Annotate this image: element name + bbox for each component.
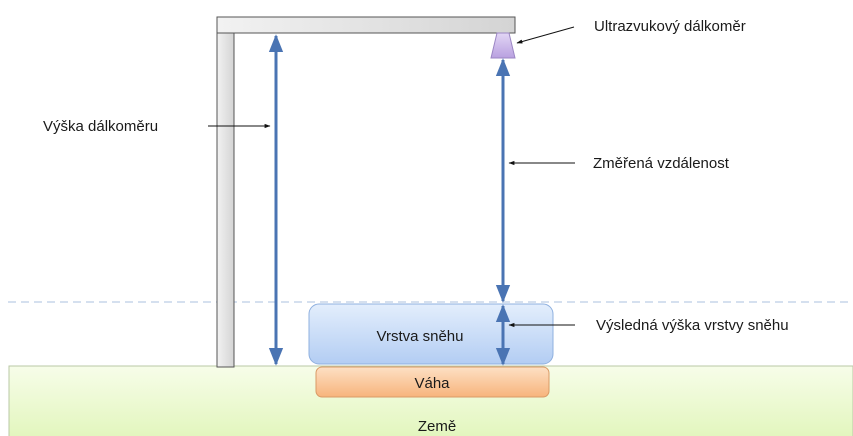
frame-pole (216, 16, 235, 368)
ultrasonic-sensor-icon (490, 32, 516, 59)
frame-beam (216, 16, 516, 34)
scale-label: Váha (414, 375, 450, 392)
scale-block (315, 366, 550, 398)
snow-layer-label: Vrstva sněhu (377, 328, 464, 345)
snow-layer-block (308, 303, 554, 365)
sensor-callout-line (516, 26, 575, 44)
sensor-height-label: Výška dálkoměru (43, 118, 158, 135)
ground-label: Země (418, 418, 456, 435)
measured-distance-label: Změřená vzdálenost (593, 155, 730, 172)
snow-depth-label: Výsledná výška vrstvy sněhu (596, 317, 789, 334)
sensor-label: Ultrazvukový dálkoměr (594, 18, 746, 35)
